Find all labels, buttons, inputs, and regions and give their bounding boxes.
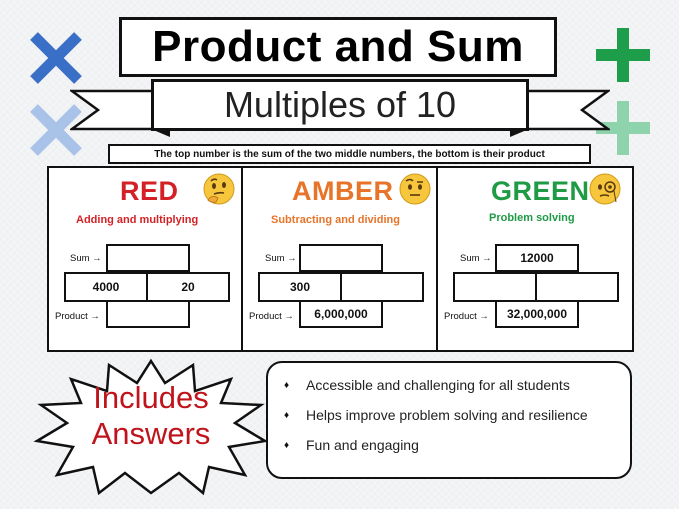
- product-label: Product →: [444, 311, 489, 322]
- product-box[interactable]: 6,000,000: [299, 300, 383, 328]
- product-label: Product →: [55, 311, 100, 322]
- sum-box[interactable]: [106, 244, 190, 272]
- level-subtitle-amber: Subtracting and dividing: [271, 214, 400, 226]
- sum-box[interactable]: 12000: [495, 244, 579, 272]
- sum-label: Sum →: [460, 253, 492, 264]
- feature-text: Accessible and challenging for all stude…: [306, 377, 570, 393]
- feature-item: ♦ Helps improve problem solving and resi…: [284, 407, 588, 423]
- plus-icon: [596, 101, 650, 155]
- plus-icon: [596, 28, 650, 82]
- thinking-face-emoji: [203, 173, 235, 205]
- instruction-text: The top number is the sum of the two mid…: [108, 144, 591, 164]
- raised-eyebrow-face-emoji: [399, 173, 431, 205]
- level-subtitle-red: Adding and multiplying: [76, 214, 199, 226]
- sum-label: Sum →: [265, 253, 297, 264]
- left-number-box[interactable]: [453, 272, 537, 302]
- level-name-green: GREEN: [491, 176, 590, 206]
- right-number-box[interactable]: 20: [146, 272, 230, 302]
- sum-label: Sum →: [70, 253, 102, 264]
- features-box: ♦ Accessible and challenging for all stu…: [266, 361, 632, 479]
- levels-panel: RED Adding and multiplying Sum → 4000 20…: [47, 166, 634, 352]
- bullet-icon: ♦: [284, 439, 290, 451]
- right-number-box[interactable]: [340, 272, 424, 302]
- feature-item: ♦ Accessible and challenging for all stu…: [284, 377, 570, 393]
- includes-answers-badge: Includes Answers: [33, 380, 269, 452]
- left-number-box[interactable]: 300: [258, 272, 342, 302]
- monocle-face-emoji: [589, 173, 621, 205]
- column-divider: [436, 168, 438, 350]
- times-icon: [30, 32, 82, 84]
- product-label: Product →: [249, 311, 294, 322]
- sum-box[interactable]: [299, 244, 383, 272]
- badge-line-2: Answers: [91, 416, 211, 451]
- feature-text: Fun and engaging: [306, 437, 419, 453]
- page-subtitle: Multiples of 10: [151, 79, 529, 131]
- level-name-red: RED: [120, 176, 179, 206]
- starburst-badge: [33, 358, 269, 496]
- times-icon: [30, 104, 82, 156]
- bullet-icon: ♦: [284, 409, 290, 421]
- level-name-amber: AMBER: [292, 176, 394, 206]
- feature-text: Helps improve problem solving and resili…: [306, 407, 588, 423]
- level-subtitle-green: Problem solving: [489, 212, 575, 224]
- left-number-box[interactable]: 4000: [64, 272, 148, 302]
- bullet-icon: ♦: [284, 379, 290, 391]
- page-title: Product and Sum: [119, 17, 557, 77]
- product-box[interactable]: [106, 300, 190, 328]
- right-number-box[interactable]: [535, 272, 619, 302]
- badge-line-1: Includes: [93, 380, 209, 415]
- column-divider: [241, 168, 243, 350]
- product-box[interactable]: 32,000,000: [495, 300, 579, 328]
- feature-item: ♦ Fun and engaging: [284, 437, 419, 453]
